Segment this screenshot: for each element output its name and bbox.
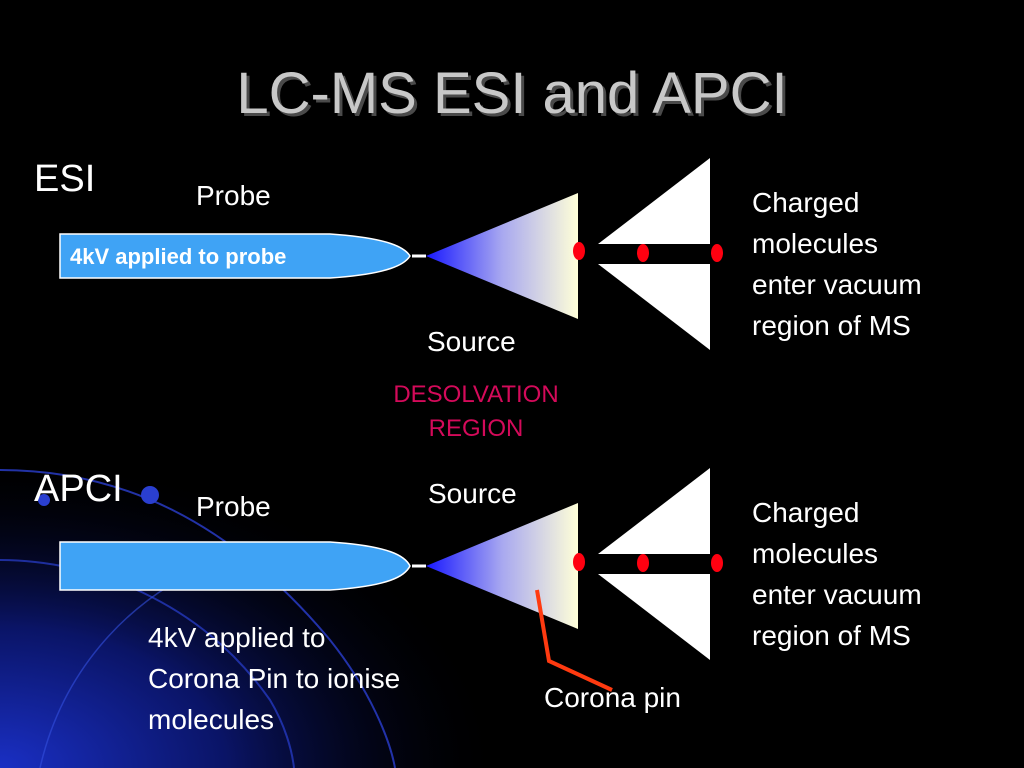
apci-probe xyxy=(59,541,411,591)
apci-probe-label: Probe xyxy=(196,491,271,522)
corona-pin-label: Corona pin xyxy=(544,682,681,713)
esi-inlet-upper xyxy=(598,158,710,244)
esi-droplet xyxy=(637,244,649,262)
desolvation-region-label: DESOLVATION REGION xyxy=(393,381,559,442)
page-title: LC-MS ESI and APCI xyxy=(236,61,788,126)
esi-inlet-lower xyxy=(598,264,710,350)
apci-result-text: Charged molecules enter vacuum region of… xyxy=(752,497,922,651)
esi-probe xyxy=(59,233,411,279)
esi-probe-label: Probe xyxy=(196,180,271,211)
apci-droplet xyxy=(637,554,649,572)
apci-droplet xyxy=(711,554,723,572)
esi-probe-text: 4kV applied to probe xyxy=(70,244,287,269)
apci-droplet xyxy=(573,553,585,571)
apci-heading: APCI xyxy=(34,468,123,510)
esi-result-text: Charged molecules enter vacuum region of… xyxy=(752,187,922,341)
apci-source-label: Source xyxy=(428,478,517,509)
esi-droplet xyxy=(711,244,723,262)
esi-source-label: Source xyxy=(427,326,516,357)
esi-droplet xyxy=(573,242,585,260)
apci-source-cone xyxy=(426,503,578,629)
corona-note-text: 4kV applied to Corona Pin to ionise mole… xyxy=(148,622,401,735)
esi-source-cone xyxy=(426,193,578,319)
apci-inlet-lower xyxy=(598,574,710,660)
apci-inlet-upper xyxy=(598,468,710,554)
esi-heading: ESI xyxy=(34,158,96,200)
corona-pin xyxy=(535,589,613,692)
